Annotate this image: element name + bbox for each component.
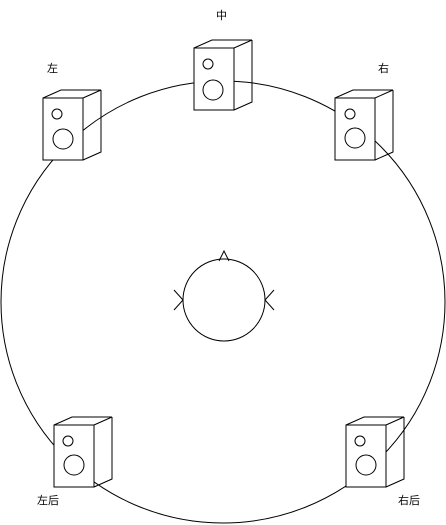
right-ear-marker <box>264 289 275 311</box>
speaker-rear-left <box>53 416 113 488</box>
speaker-right <box>334 89 394 161</box>
speaker-rear-right <box>345 416 405 488</box>
speaker-center <box>193 39 253 111</box>
label-rear-left: 左后 <box>37 494 59 507</box>
label-center: 中 <box>216 9 227 22</box>
label-rear-right: 右后 <box>398 494 420 507</box>
speaker-left <box>42 89 102 161</box>
label-right: 右 <box>378 62 389 75</box>
left-ear-marker <box>173 289 184 311</box>
listener-head <box>173 249 275 342</box>
label-left: 左 <box>47 62 58 75</box>
head-circle <box>182 258 266 342</box>
nose-marker <box>218 249 230 262</box>
